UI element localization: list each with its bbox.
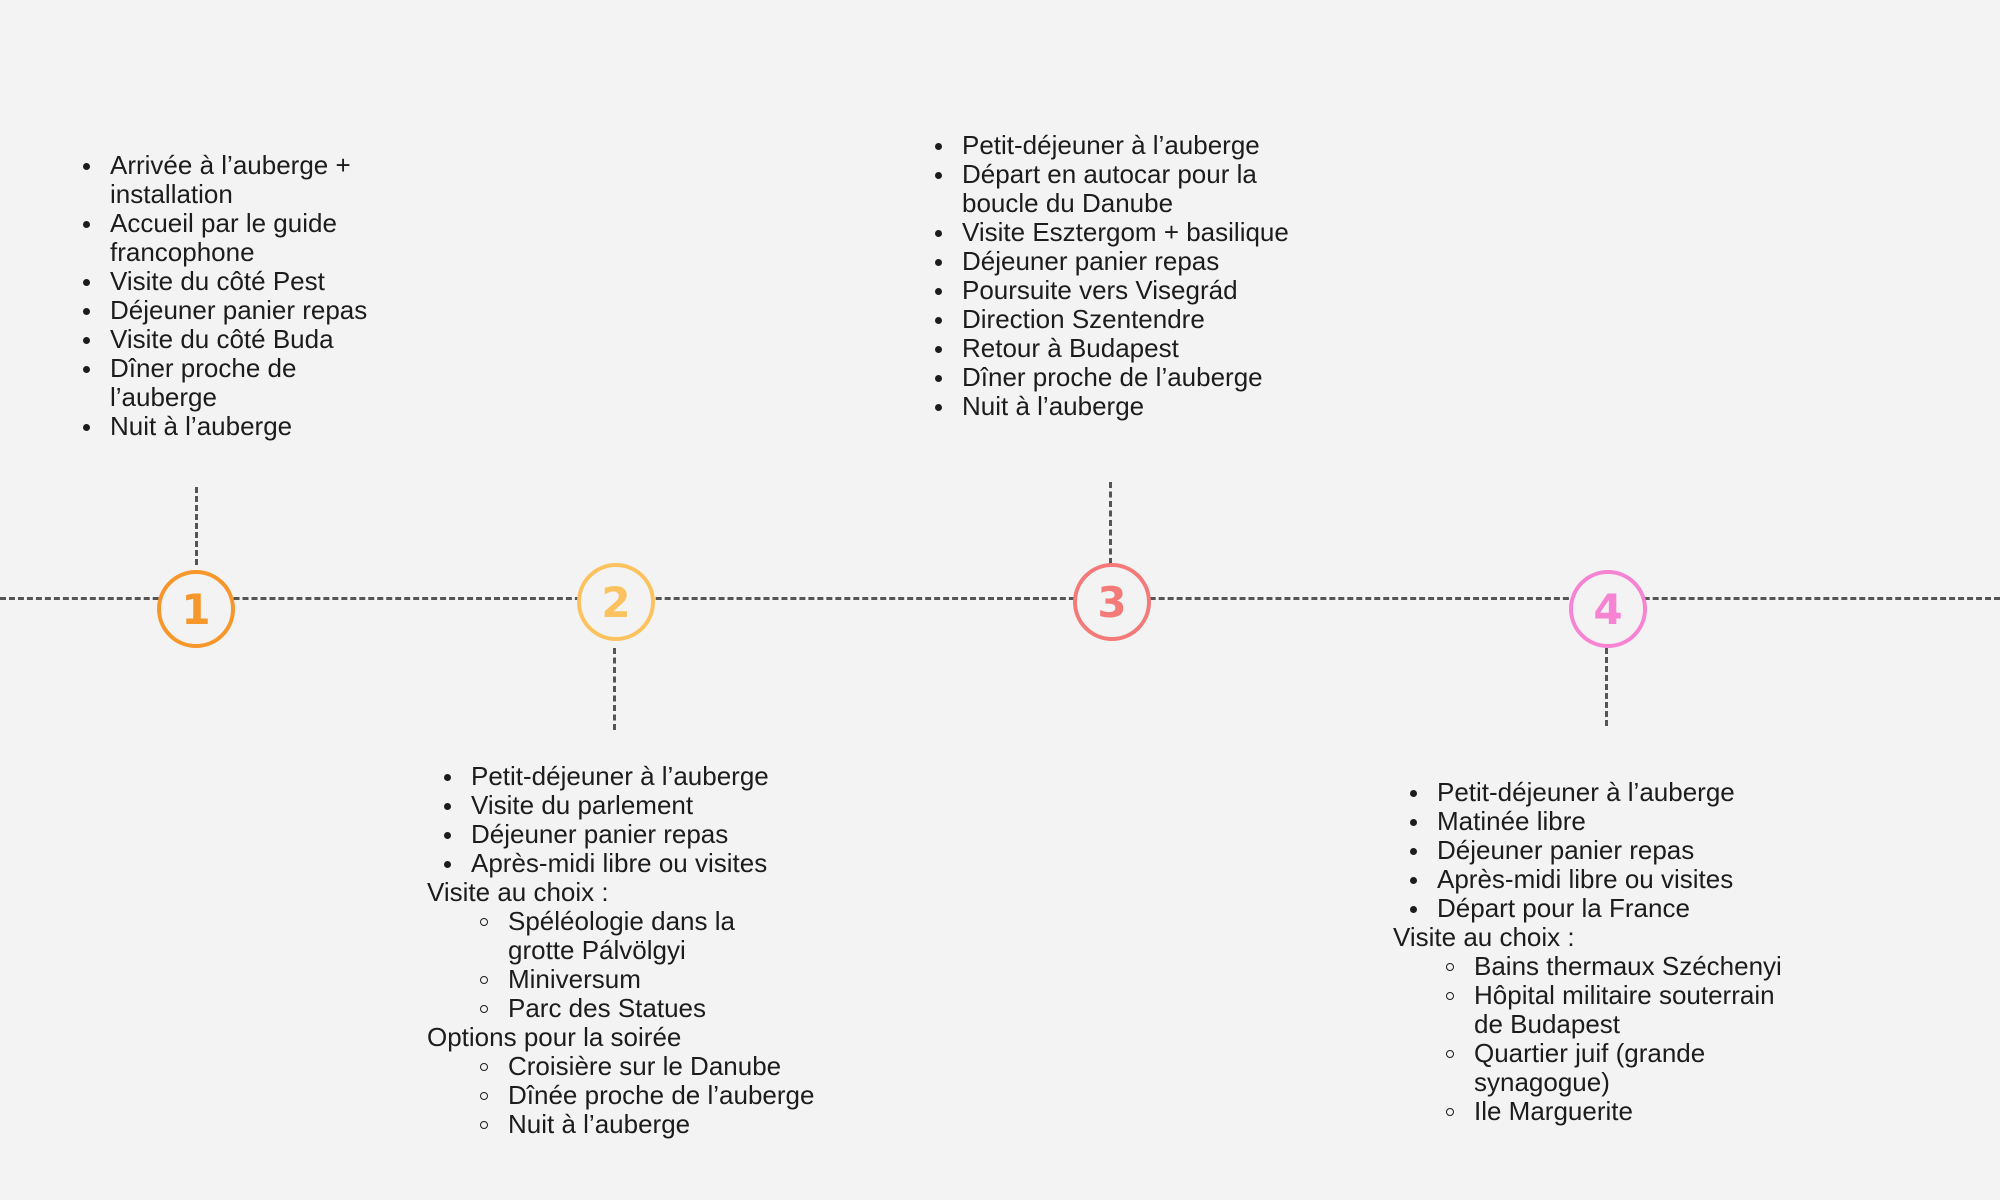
list-item: Nuit à l’auberge — [474, 1110, 887, 1139]
day-4-activities: Petit-déjeuner à l’auberge Matinée libre… — [1393, 778, 1873, 1126]
list-item: Dîner proche de l’auberge — [76, 354, 406, 412]
list-item: Dîner proche de l’auberge — [928, 363, 1348, 392]
day-1-list: Arrivée à l’auberge + installation Accue… — [76, 151, 406, 441]
list-item: Visite du côté Buda — [76, 325, 406, 354]
list-item: Matinée libre — [1403, 807, 1873, 836]
day-2-evening-list: Croisière sur le Danube Dînée proche de … — [427, 1052, 887, 1139]
list-item: Déjeuner panier repas — [1403, 836, 1873, 865]
day-4-number: 4 — [1593, 584, 1623, 634]
day-3-list: Petit-déjeuner à l’auberge Départ en aut… — [928, 131, 1348, 421]
list-item: Retour à Budapest — [928, 334, 1348, 363]
list-item: Déjeuner panier repas — [928, 247, 1348, 276]
list-item: Hôpital militaire souterrain de Budapest — [1440, 981, 1793, 1039]
day-3-connector — [1109, 482, 1112, 564]
list-item: Après-midi libre ou visites — [437, 849, 887, 878]
day-2-number: 2 — [601, 577, 631, 627]
day-2-connector — [613, 648, 616, 730]
day-2-choice-list: Spéléologie dans la grotte Pálvölgyi Min… — [427, 907, 757, 1023]
list-item: Petit-déjeuner à l’auberge — [437, 762, 887, 791]
list-item: Arrivée à l’auberge + installation — [76, 151, 406, 209]
list-item: Déjeuner panier repas — [76, 296, 406, 325]
day-2-evening-heading: Options pour la soirée — [427, 1022, 682, 1052]
day-3-number: 3 — [1097, 577, 1127, 627]
day-4-list: Petit-déjeuner à l’auberge Matinée libre… — [1403, 778, 1873, 923]
day-2-list: Petit-déjeuner à l’auberge Visite du par… — [437, 762, 887, 878]
day-3-activities: Petit-déjeuner à l’auberge Départ en aut… — [928, 131, 1348, 421]
day-4-connector — [1605, 648, 1608, 726]
day-1-number: 1 — [181, 584, 211, 634]
list-item: Croisière sur le Danube — [474, 1052, 887, 1081]
timeline-axis — [0, 597, 2000, 600]
list-item: Petit-déjeuner à l’auberge — [1403, 778, 1873, 807]
day-4-choice-list: Bains thermaux Széchenyi Hôpital militai… — [1393, 952, 1793, 1126]
list-item: Départ en autocar pour la boucle du Danu… — [928, 160, 1292, 218]
list-item: Départ pour la France — [1403, 894, 1873, 923]
day-4-choice-heading: Visite au choix : — [1393, 922, 1575, 952]
list-item: Nuit à l’auberge — [76, 412, 406, 441]
day-1-marker: 1 — [157, 570, 235, 648]
list-item: Visite du parlement — [437, 791, 887, 820]
list-item: Visite du côté Pest — [76, 267, 406, 296]
day-4-marker: 4 — [1569, 570, 1647, 648]
list-item: Nuit à l’auberge — [928, 392, 1348, 421]
day-2-marker: 2 — [577, 563, 655, 641]
list-item: Parc des Statues — [474, 994, 757, 1023]
list-item: Accueil par le guide francophone — [76, 209, 406, 267]
list-item: Miniversum — [474, 965, 757, 994]
day-2-choice-heading: Visite au choix : — [427, 877, 609, 907]
list-item: Direction Szentendre — [928, 305, 1348, 334]
list-item: Bains thermaux Széchenyi — [1440, 952, 1793, 981]
day-1-activities: Arrivée à l’auberge + installation Accue… — [76, 151, 406, 441]
list-item: Ile Marguerite — [1440, 1097, 1793, 1126]
list-item: Poursuite vers Visegrád — [928, 276, 1348, 305]
day-3-marker: 3 — [1073, 563, 1151, 641]
list-item: Après-midi libre ou visites — [1403, 865, 1873, 894]
list-item: Spéléologie dans la grotte Pálvölgyi — [474, 907, 757, 965]
day-2-activities: Petit-déjeuner à l’auberge Visite du par… — [427, 762, 887, 1139]
list-item: Petit-déjeuner à l’auberge — [928, 131, 1348, 160]
list-item: Visite Esztergom + basilique — [928, 218, 1348, 247]
list-item: Quartier juif (grande synagogue) — [1440, 1039, 1724, 1097]
list-item: Dînée proche de l’auberge — [474, 1081, 887, 1110]
day-1-connector — [195, 487, 198, 565]
list-item: Déjeuner panier repas — [437, 820, 887, 849]
